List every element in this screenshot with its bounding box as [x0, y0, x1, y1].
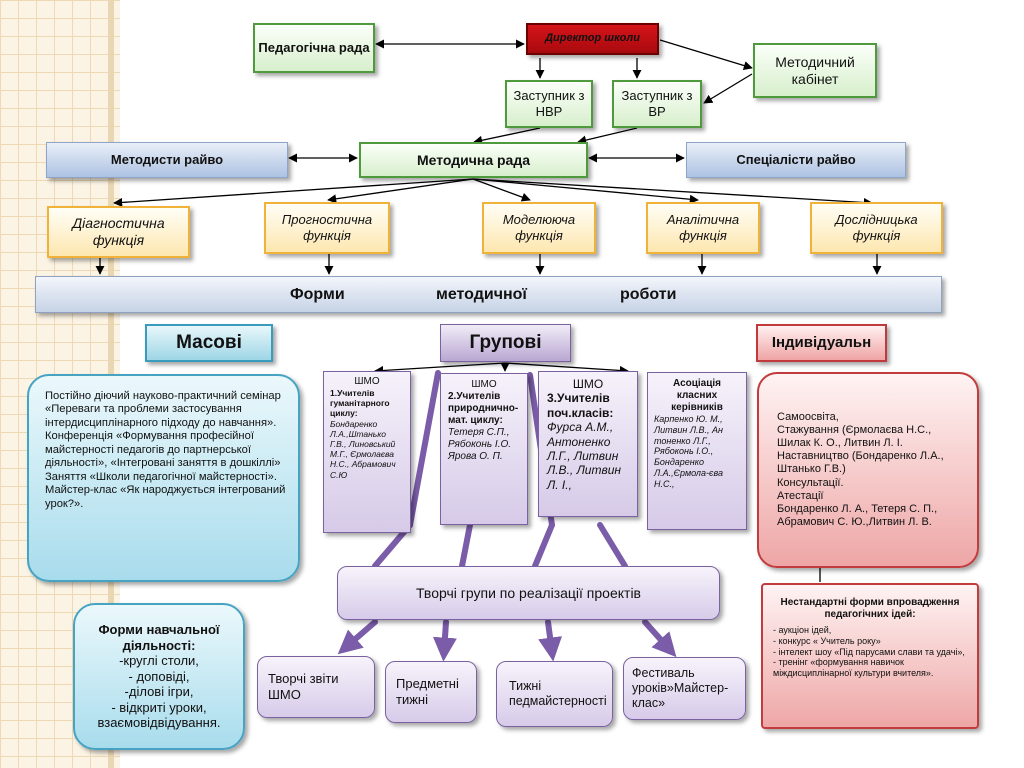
zast-nvr-label: Заступник з НВР [513, 88, 585, 119]
zast-vr-box: Заступник з ВР [612, 80, 702, 128]
function-box: Аналітична функція [646, 202, 760, 254]
nestandart-item: - конкурс « Учитель року» [773, 635, 881, 646]
function-box: Діагностична функція [47, 206, 190, 258]
function-label: Діагностична функція [72, 215, 165, 248]
navch-forms-item: -круглі столи, [119, 653, 199, 669]
navch-forms-item: -ділові ігри, [124, 684, 194, 700]
shmo-head: ШМО [471, 379, 497, 390]
shmo-title: 3.Учителів поч.класів: [547, 391, 614, 420]
individual-line: Наставництво (Бондаренко Л.А., Штанько Г… [777, 450, 944, 476]
met-kabinet-box: Методичний кабінет [753, 43, 877, 98]
grupovi-label: Групові [469, 331, 542, 353]
function-box: Моделююча функція [482, 202, 596, 254]
shmo-title: 2.Учителів природнично-мат. циклу: [448, 391, 519, 426]
function-label: Дослідницька функція [835, 212, 918, 243]
metodysty-label: Методисти райво [110, 152, 224, 168]
shmo-box: ШМО 3.Учителів поч.класів: Фурса А.М., А… [538, 371, 638, 517]
asociacia-names: Карпенко Ю. М., Литвин Л.В., Ан тоненко … [654, 414, 723, 489]
masovi-line: Майстер-клас «Як народжується інтегрован… [45, 484, 286, 510]
function-label: Прогностична функція [281, 212, 373, 243]
individual-line: Бондаренко Л. А., Тетеря С. П., Абрамови… [777, 502, 938, 529]
function-box: Прогностична функція [264, 202, 390, 254]
masovi-text-box: Постійно діючий науково-практичний семін… [27, 374, 300, 582]
shmo-names: Бондаренко Л.А.,Штанько Г.В., Линовський… [330, 418, 396, 480]
asociacia-box: Асоціація класних керівників Карпенко Ю.… [647, 372, 747, 530]
met-kabinet-label: Методичний кабінет [775, 53, 855, 87]
ped-rada-label: Педагогічна рада [258, 40, 370, 56]
shmo-head: ШМО [572, 377, 604, 391]
navch-forms-item: - доповіді, [128, 668, 190, 684]
forms-word-1: Форми [290, 285, 345, 303]
forms-bar: Форми методичної роботи [35, 276, 942, 313]
nestandart-item: - інтелект шоу «Під парусами слави та уд… [773, 646, 965, 657]
nestandart-box: Нестандартні форми впровадження педагогі… [761, 583, 979, 729]
forms-word-2: методичної [436, 285, 527, 303]
individual-header: Індивідуальн [756, 324, 887, 362]
shmo-box: ШМО 2.Учителів природнично-мат. циклу: Т… [440, 373, 528, 525]
bottom-box: Предметні тижні [385, 661, 477, 723]
shmo-names: Фурса А.М., Антоненко Л.Г., Литвин Л.В.,… [547, 420, 622, 492]
tvorchi-grupy-label: Творчі групи по реалізації проектів [416, 584, 641, 601]
individual-line: Стажування (Єрмолаєва Н.С., Шилак К. О.,… [777, 423, 932, 450]
bottom-box: Творчі звіти ШМО [257, 656, 375, 718]
function-label: Аналітична функція [666, 212, 740, 243]
bottom-box-label: Тижні педмайстерності [509, 679, 607, 708]
navch-forms-item: взаємовідвідування. [97, 715, 221, 731]
director-box: Директор школи [526, 23, 659, 55]
ped-rada-box: Педагогічна рада [253, 23, 375, 73]
masovi-line: Заняття «Школи педагогічної майстерності… [45, 470, 277, 483]
shmo-box: ШМО 1.Учителів гуманітарного циклу: Бонд… [323, 371, 411, 533]
individual-text-box: Самоосвіта, Стажування (Єрмолаєва Н.С., … [757, 372, 979, 568]
director-label: Директор школи [545, 32, 640, 45]
nestandart-item: - аукціон ідей, [773, 625, 832, 635]
asociacia-title: Асоціація класних керівників [671, 378, 723, 413]
specialisty-label: Спеціалісти райво [736, 152, 856, 168]
zast-vr-label: Заступник з ВР [621, 88, 693, 119]
forms-word-3: роботи [620, 285, 677, 303]
shmo-names: Тетеря С.П., Рябоконь І.О. Ярова О. П. [448, 427, 512, 462]
met-rada-label: Методична рада [416, 151, 531, 168]
bottom-box-label: Творчі звіти ШМО [268, 671, 339, 702]
navch-forms-item: - відкриті уроки, [111, 699, 207, 715]
function-label: Моделююча функція [502, 212, 576, 243]
nestandart-title: Нестандартні форми впровадження педагогі… [780, 597, 960, 620]
masovi-header: Масові [145, 324, 273, 362]
metodysty-box: Методисти райво [46, 142, 288, 178]
zast-nvr-box: Заступник з НВР [505, 80, 593, 128]
nestandart-item: - тренінг «формування навичок міждисципл… [773, 657, 934, 679]
individual-label: Індивідуальн [771, 334, 872, 351]
individual-line: Самоосвіта, [777, 410, 839, 423]
bottom-box-label: Фестиваль уроків»Майстер-клас» [632, 666, 729, 710]
individual-line: Консультації. [777, 476, 844, 489]
specialisty-box: Спеціалісти райво [686, 142, 906, 178]
masovi-line: Постійно діючий науково-практичний семін… [45, 390, 281, 429]
navch-forms-title: Форми навчальної діяльності: [98, 621, 220, 653]
met-rada-box: Методична рада [359, 142, 588, 178]
masovi-label: Масові [176, 331, 242, 353]
tvorchi-grupy-box: Творчі групи по реалізації проектів [337, 566, 720, 620]
shmo-title: 1.Учителів гуманітарного циклу: [330, 388, 390, 419]
function-box: Дослідницька функція [810, 202, 943, 254]
grupovi-header: Групові [440, 324, 571, 362]
individual-line: Атестації [777, 489, 824, 502]
bottom-box-label: Предметні тижні [396, 676, 459, 707]
navch-forms-box: Форми навчальної діяльності: -круглі сто… [73, 603, 245, 750]
masovi-line: Конференція «Формування професійної майс… [45, 430, 281, 470]
shmo-head: ШМО [354, 376, 380, 387]
bottom-box: Тижні педмайстерності [496, 661, 613, 727]
bottom-box: Фестиваль уроків»Майстер-клас» [623, 657, 746, 720]
